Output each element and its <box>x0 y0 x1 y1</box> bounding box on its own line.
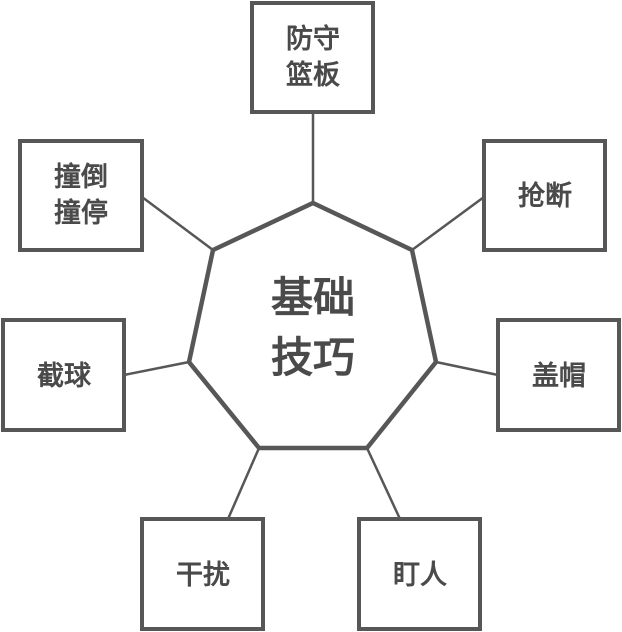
node-label-line2: 撞停 <box>54 197 108 229</box>
node-label: 截球 <box>37 361 92 392</box>
connector-lower-left <box>226 447 261 520</box>
node-upper-left: 撞倒 撞停 <box>18 139 144 252</box>
connectors <box>123 112 499 520</box>
connector-upper-right <box>411 195 485 252</box>
node-label: 盯人 <box>393 560 447 591</box>
node-label: 盖帽 <box>532 361 586 392</box>
node-label-line1: 防守 <box>286 23 340 55</box>
node-box <box>1 318 126 432</box>
node-lower-right: 盯人 <box>357 517 482 631</box>
node-label: 干扰 <box>176 560 230 591</box>
connector-left <box>123 360 190 377</box>
node-right: 盖帽 <box>496 318 621 432</box>
center-heptagon <box>186 200 439 451</box>
node-box <box>250 1 375 114</box>
connector-right <box>435 360 499 377</box>
center-label-line2: 技巧 <box>271 333 355 382</box>
connector-upper-left <box>141 195 214 252</box>
node-label: 抢断 <box>518 180 572 212</box>
center-node: 基础 技巧 <box>186 200 439 451</box>
node-box <box>482 139 607 252</box>
connector-lower-right <box>365 447 402 520</box>
node-lower-left: 干扰 <box>140 517 265 631</box>
node-label-line2: 篮板 <box>285 59 340 91</box>
node-upper-right: 抢断 <box>482 139 607 252</box>
node-top: 防守 篮板 <box>250 1 375 114</box>
node-box <box>18 139 144 252</box>
node-label-line1: 撞倒 <box>54 161 108 193</box>
node-box <box>357 517 482 631</box>
center-label-line1: 基础 <box>271 273 355 322</box>
node-box <box>140 517 265 631</box>
node-box <box>496 318 621 432</box>
node-left: 截球 <box>1 318 126 432</box>
